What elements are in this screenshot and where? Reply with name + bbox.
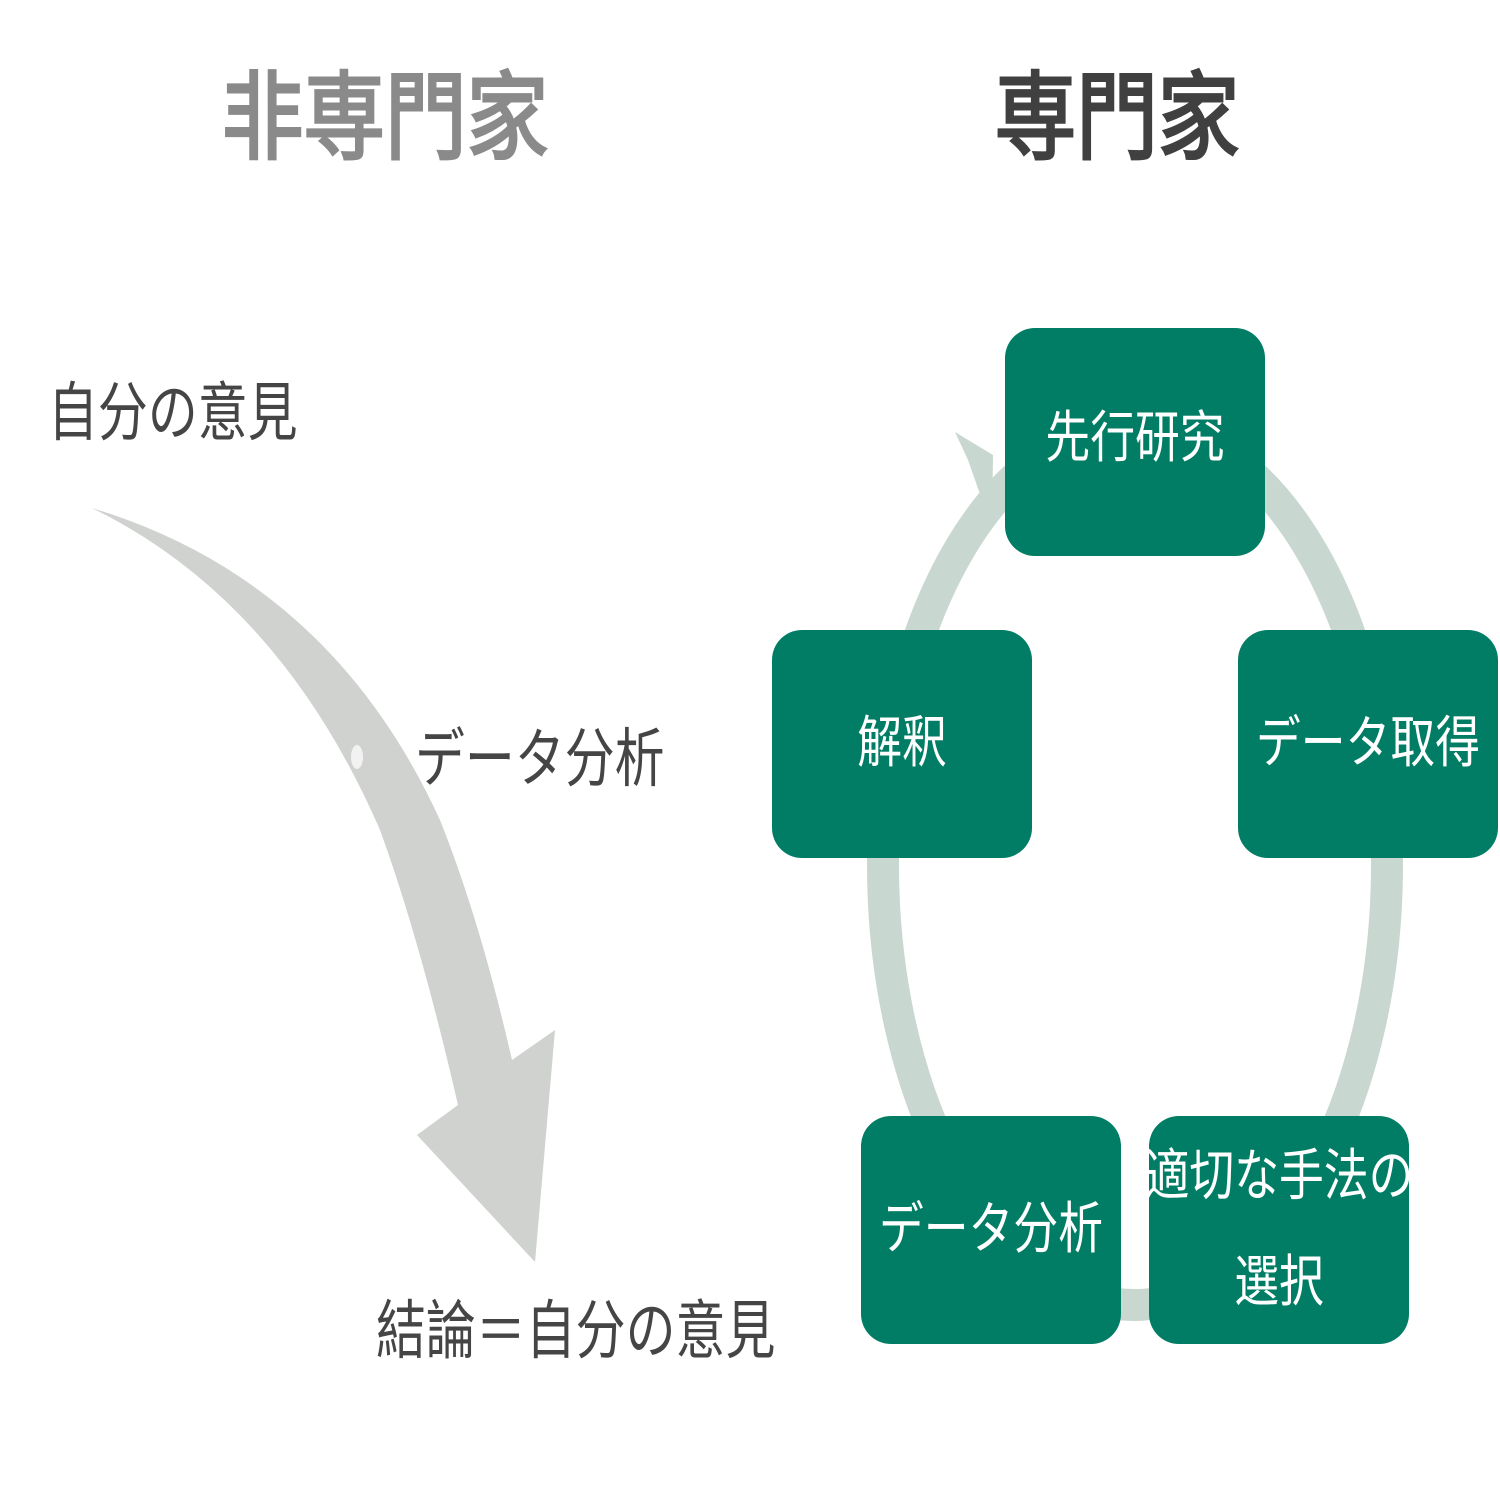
cycle-arrowhead xyxy=(955,432,993,528)
box-label: データ取得 xyxy=(1256,710,1480,776)
cycle-box-method-selection: 適切な手法の 選択 xyxy=(1145,1116,1413,1344)
box-label-line2: 選択 xyxy=(1234,1250,1324,1315)
box-label: 先行研究 xyxy=(1045,406,1225,471)
curved-down-arrow xyxy=(92,508,555,1262)
cycle-box-data-analysis: データ分析 xyxy=(861,1116,1121,1344)
expert-title: 専門家 xyxy=(994,62,1240,174)
box-label: データ分析 xyxy=(879,1196,1103,1262)
conclusion-label: 結論＝自分の意見 xyxy=(376,1295,776,1369)
dot xyxy=(351,745,363,769)
cycle-box-prior-research: 先行研究 xyxy=(1005,328,1265,556)
box-label-line1: 適切な手法の xyxy=(1144,1143,1414,1209)
non-expert-title: 非専門家 xyxy=(221,62,549,174)
data-analysis-label: データ分析 xyxy=(415,723,665,797)
cycle-box-interpretation: 解釈 xyxy=(772,630,1032,858)
own-opinion-label: 自分の意見 xyxy=(48,377,298,451)
cycle-box-data-acquisition: データ取得 xyxy=(1238,630,1498,858)
box-label: 解釈 xyxy=(857,710,947,776)
